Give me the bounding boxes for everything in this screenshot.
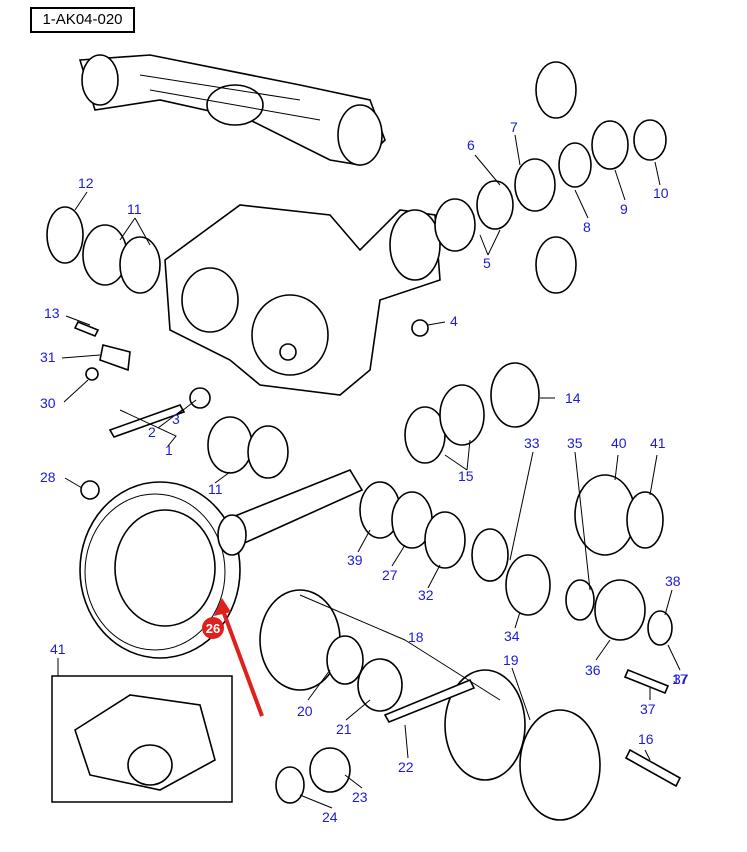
callout-11b: 11 bbox=[208, 481, 223, 497]
callout-14: 14 bbox=[565, 390, 581, 406]
leader-lines bbox=[57, 134, 681, 809]
callout-17: 17 bbox=[672, 671, 688, 687]
axle-assembly-overview bbox=[78, 54, 386, 166]
callout-32: 34 bbox=[504, 628, 520, 644]
callout-15: 15 bbox=[458, 468, 474, 484]
callout-36: 38 bbox=[665, 573, 681, 589]
callout-37: 37 bbox=[673, 671, 689, 687]
callout-12: 12 bbox=[78, 175, 94, 191]
callout-7: 7 bbox=[510, 119, 518, 135]
bearing-rings bbox=[46, 119, 673, 646]
callout-31: 33 bbox=[524, 435, 540, 451]
callout-20: 20 bbox=[297, 703, 313, 719]
callout-18: 18 bbox=[408, 629, 424, 645]
callout-13: 13 bbox=[44, 305, 60, 321]
callout-1: 1 bbox=[165, 442, 173, 458]
callout-6: 6 bbox=[467, 137, 475, 153]
callout-39: 41 bbox=[650, 435, 666, 451]
differential-case bbox=[259, 554, 646, 821]
callout-28: 30 bbox=[40, 395, 56, 411]
highlight-26: 26 bbox=[202, 598, 264, 717]
callout-25: 27 bbox=[382, 567, 398, 583]
pins-and-bolts bbox=[73, 319, 682, 788]
callout-9: 9 bbox=[620, 201, 628, 217]
callout-30: 32 bbox=[418, 587, 434, 603]
callout-23: 23 bbox=[352, 789, 368, 805]
callout-27: 28 bbox=[40, 469, 56, 485]
crown-wheel bbox=[79, 481, 241, 659]
callout-16: 16 bbox=[638, 731, 654, 747]
callout-33: 35 bbox=[567, 435, 583, 451]
callout-41: 41 bbox=[50, 641, 66, 657]
callout-34: 36 bbox=[585, 662, 601, 678]
inset-assembly-box bbox=[51, 675, 233, 803]
callout-3: 3 bbox=[172, 411, 180, 427]
reference-code: 1-AK04-020 bbox=[30, 7, 135, 33]
callout-19: 19 bbox=[503, 652, 519, 668]
differential-housing bbox=[164, 204, 441, 396]
callout-21: 21 bbox=[336, 721, 352, 737]
callout-5: 5 bbox=[483, 255, 491, 271]
callout-22: 22 bbox=[398, 759, 414, 775]
seal-detail-circles bbox=[535, 61, 577, 294]
callout-2: 2 bbox=[148, 424, 156, 440]
callout-35: 37 bbox=[640, 701, 656, 717]
callout-4: 4 bbox=[450, 313, 458, 329]
callout-29: 31 bbox=[40, 349, 56, 365]
callout-11a: 11 bbox=[127, 201, 142, 217]
pinion-shaft bbox=[217, 469, 364, 556]
highlight-26-label: 26 bbox=[206, 621, 220, 636]
callout-40: 39 bbox=[347, 552, 363, 568]
callout-24: 24 bbox=[322, 809, 338, 825]
callout-labels: 12 11 13 31 30 2 3 1 4 6 7 8 9 10 5 14 1… bbox=[40, 119, 689, 825]
callout-10: 10 bbox=[653, 185, 669, 201]
callout-8: 8 bbox=[583, 219, 591, 235]
callout-38: 40 bbox=[611, 435, 627, 451]
